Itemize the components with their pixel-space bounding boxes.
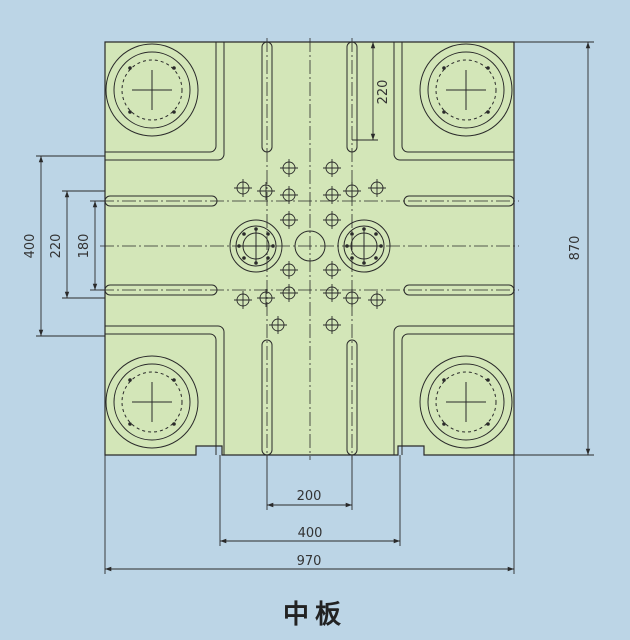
mounting-hole [323,211,341,229]
mounting-hole [323,284,341,302]
ejector-left [229,219,283,273]
dimension-lines [36,41,594,574]
tie-bar-top-left [105,43,199,137]
dim-label-180-left: 180 [77,234,92,259]
mounting-holes [234,159,386,334]
dim-label-400-bottom: 400 [298,526,323,541]
mounting-hole [234,179,252,197]
middle-plate [104,41,515,456]
mounting-hole [234,291,252,309]
mounting-hole [257,289,275,307]
mounting-hole [280,159,298,177]
tie-bar-top-right [419,43,513,137]
dim-label-220-left: 220 [49,234,64,259]
corner-zone-lines [105,42,514,455]
mounting-hole [323,261,341,279]
dim-label-870: 870 [568,236,583,261]
dim-label-400-left: 400 [23,234,38,259]
center-holes [229,219,391,273]
dim-label-970: 970 [297,554,322,569]
tie-bar-holes [105,43,513,449]
mounting-hole [280,211,298,229]
mounting-hole [323,186,341,204]
mounting-hole [343,289,361,307]
dim-label-220-top: 220 [376,80,391,105]
mounting-hole [269,316,287,334]
mounting-hole [323,159,341,177]
dim-label-200: 200 [297,489,322,504]
mounting-hole [368,291,386,309]
tie-bar-bottom-right [419,355,513,449]
centre-lines [100,38,519,460]
ejector-right [337,219,391,273]
dimension-labels: 970 400 200 870 220 400 220 180 [23,80,583,569]
mounting-hole [280,284,298,302]
plate-outline [104,41,515,456]
mounting-hole [257,182,275,200]
tie-bar-bottom-left [105,355,199,449]
center-bore [294,230,326,262]
mounting-hole [343,182,361,200]
mounting-hole [323,316,341,334]
mounting-hole [280,261,298,279]
mounting-hole [368,179,386,197]
caption-title: 中板 [282,600,347,630]
mounting-hole [280,186,298,204]
